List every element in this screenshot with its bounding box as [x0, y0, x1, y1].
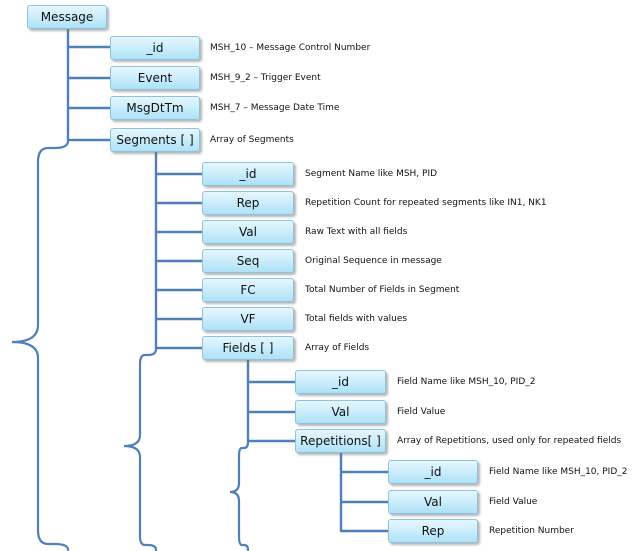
field-id-description: Field Name like MSH_10, PID_2	[397, 377, 536, 387]
message-node-label: Message	[40, 10, 94, 24]
segment-fc-label: FC	[240, 283, 256, 297]
repetition-rep-description: Repetition Number	[489, 526, 574, 536]
segment-val-label: Val	[239, 225, 257, 239]
repetition-val-label: Val	[424, 495, 442, 509]
brace-segments-array	[11, 139, 70, 551]
fields-label: Fields [ ]	[222, 341, 274, 355]
field-id-label: _id	[332, 375, 349, 389]
segment-seq-node: Seq	[202, 249, 294, 273]
segment-seq-description: Original Sequence in message	[305, 256, 442, 266]
message-id-node: _id	[110, 36, 200, 60]
segment-val-node: Val	[202, 220, 294, 244]
repetitions-description: Array of Repetitions, used only for repe…	[397, 436, 622, 446]
segments-description: Array of Segments	[210, 135, 294, 145]
segment-seq-label: Seq	[236, 254, 260, 268]
brace-repetitions-array	[229, 440, 250, 551]
brace-fields-array	[123, 347, 158, 551]
segment-rep-label: Rep	[236, 196, 260, 210]
event-description: MSH_9_2 – Trigger Event	[210, 73, 321, 83]
message-id-label: _id	[146, 41, 164, 55]
message-node: Message	[27, 5, 107, 29]
segment-id-node: _id	[202, 162, 294, 186]
segment-val-description: Raw Text with all fields	[305, 227, 408, 237]
segment-vf-node: VF	[202, 307, 294, 331]
repetition-rep-node: Rep	[388, 519, 478, 543]
msgdttm-description: MSH_7 – Message Date Time	[210, 103, 340, 113]
field-val-label: Val	[331, 405, 350, 419]
repetition-rep-label: Rep	[421, 524, 445, 538]
segment-vf-description: Total fields with values	[305, 314, 408, 324]
segment-fc-node: FC	[202, 278, 294, 302]
msgdttm-node: MsgDtTm	[110, 96, 200, 120]
field-val-description: Field Value	[397, 407, 446, 417]
message-id-description: MSH_10 – Message Control Number	[210, 43, 371, 53]
segments-node: Segments [ ]	[110, 128, 200, 152]
msgdttm-label: MsgDtTm	[126, 101, 184, 115]
segment-rep-node: Rep	[202, 191, 294, 215]
segment-vf-label: VF	[240, 312, 256, 326]
fields-node: Fields [ ]	[202, 336, 294, 360]
repetition-val-node: Val	[388, 490, 478, 514]
event-node: Event	[110, 66, 200, 90]
segments-label: Segments [ ]	[116, 133, 194, 147]
segment-rep-description: Repetition Count for repeated segments l…	[305, 198, 547, 208]
event-label: Event	[137, 71, 173, 85]
fields-description: Array of Fields	[305, 343, 370, 353]
segment-id-label: _id	[239, 167, 257, 181]
repetitions-node: Repetitions[ ]	[295, 429, 386, 453]
repetitions-label: Repetitions[ ]	[300, 434, 381, 448]
segment-fc-description: Total Number of Fields in Segment	[305, 285, 460, 295]
field-val-node: Val	[295, 400, 386, 424]
repetition-id-description: Field Name like MSH_10, PID_2	[489, 467, 628, 477]
repetition-id-label: _id	[424, 465, 442, 479]
segment-id-description: Segment Name like MSH, PID	[305, 169, 438, 179]
repetition-val-description: Field Value	[489, 497, 538, 507]
repetition-id-node: _id	[388, 460, 478, 484]
field-id-node: _id	[295, 370, 386, 394]
